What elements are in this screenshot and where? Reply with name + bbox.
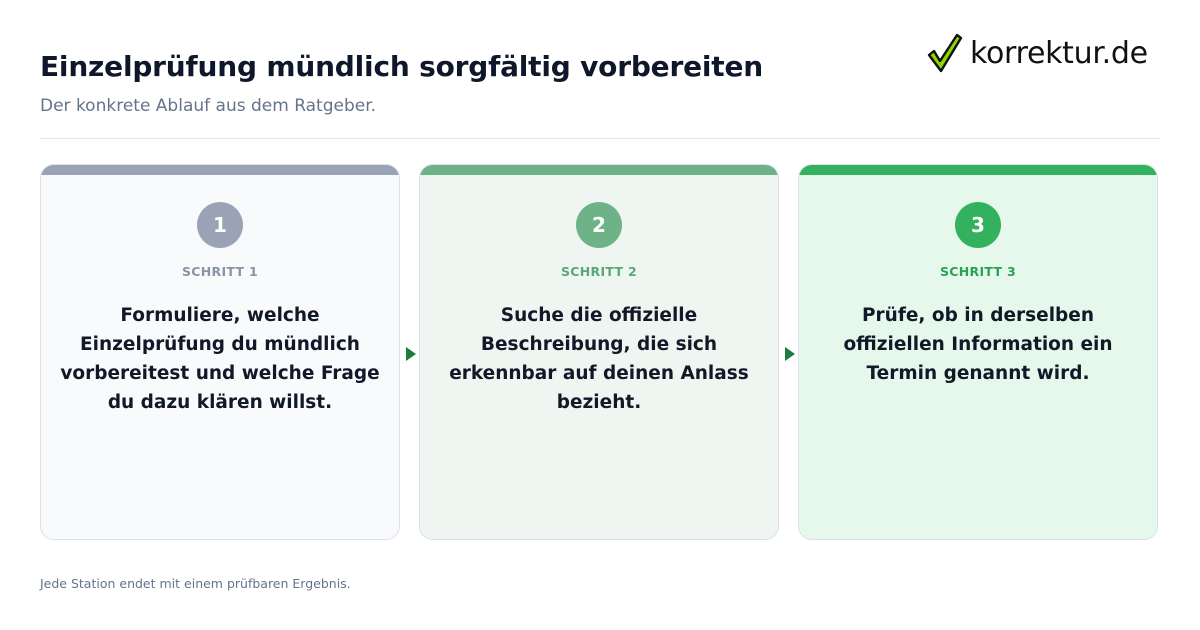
brand-logo[interactable]: korrektur.de [926, 30, 1166, 76]
step-number-badge: 2 [576, 202, 622, 248]
step-label: SCHRITT 2 [560, 264, 637, 279]
step-number-badge: 3 [955, 202, 1001, 248]
step-description: Formuliere, welche Einzelprüfung du münd… [60, 305, 380, 413]
step-card-3: 3 SCHRITT 3 Prüfe, ob in derselben offiz… [798, 164, 1158, 540]
step-description: Suche die offizielle Beschreibung, die s… [449, 305, 749, 413]
arrow-right-icon [785, 347, 795, 361]
step-label: SCHRITT 1 [181, 264, 258, 279]
page-title: Einzelprüfung mündlich sorgfältig vorber… [40, 50, 763, 83]
step-accent-bar [799, 165, 1157, 175]
arrow-right-icon [406, 347, 416, 361]
step-description: Prüfe, ob in derselben offiziellen Infor… [843, 305, 1113, 384]
page-subtitle: Der konkrete Ablauf aus dem Ratgeber. [40, 96, 377, 116]
step-accent-bar [41, 165, 399, 175]
step-label: SCHRITT 3 [939, 264, 1016, 279]
footer-note: Jede Station endet mit einem prüfbaren E… [40, 576, 351, 591]
step-card-2: 2 SCHRITT 2 Suche die offizielle Beschre… [419, 164, 779, 540]
step-accent-bar [420, 165, 778, 175]
step-number-badge: 1 [197, 202, 243, 248]
checkmark-icon [927, 33, 963, 73]
brand-name: korrektur.de [970, 35, 1148, 71]
step-card-1: 1 SCHRITT 1 Formuliere, welche Einzelprü… [40, 164, 400, 540]
header-divider [40, 138, 1160, 139]
